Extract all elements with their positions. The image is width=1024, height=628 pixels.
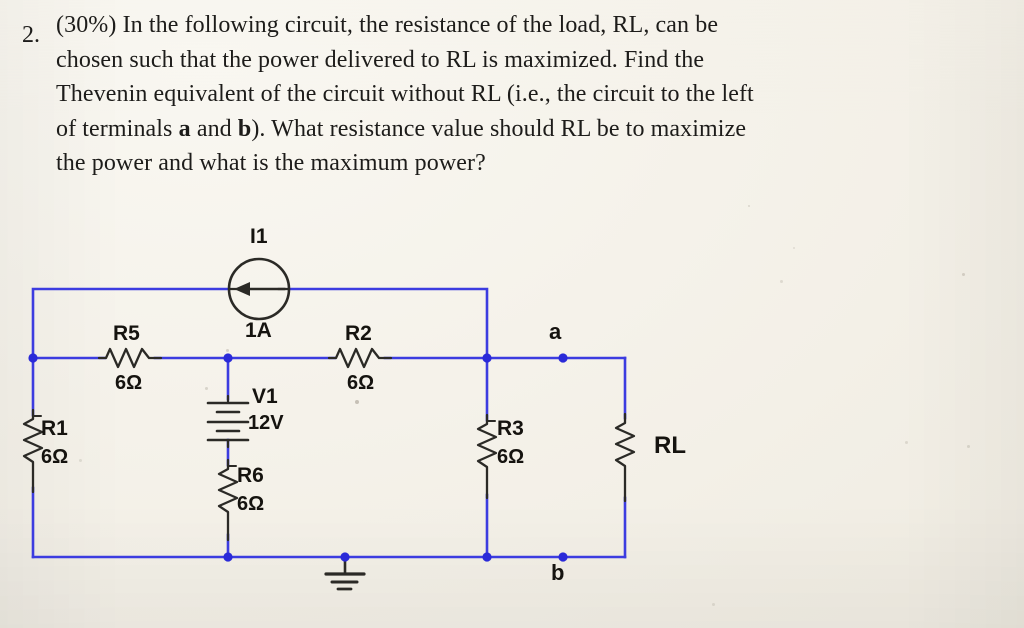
label-r5-value: 6Ω	[115, 372, 143, 394]
node-left-mid	[28, 353, 38, 363]
label-r2-value: 6Ω	[347, 372, 375, 394]
label-r2-name: R2	[345, 322, 372, 345]
node-terminal-b	[558, 552, 568, 562]
label-rl-name: RL	[654, 432, 686, 459]
circuit-nodes	[28, 353, 568, 562]
circuit-symbols	[22, 257, 636, 591]
label-terminal-a: a	[549, 319, 562, 344]
resistor-r6-symbol	[217, 458, 239, 542]
node-r3-bottom	[482, 552, 492, 562]
problem-line-3: Thevenin equivalent of the circuit witho…	[56, 81, 754, 107]
problem-statement: 2. (30%) In the following circuit, the r…	[18, 8, 1013, 181]
problem-text: (30%) In the following circuit, the resi…	[56, 8, 1013, 181]
problem-number: 2.	[22, 22, 40, 48]
label-r1-name: R1	[41, 417, 68, 440]
node-r6-bottom	[223, 552, 233, 562]
wire-top-left	[31, 287, 231, 360]
resistor-r5-symbol	[97, 347, 163, 369]
resistor-rl-symbol	[614, 412, 636, 503]
circuit-schematic-svg	[22, 257, 636, 591]
label-v1-value: 12V	[248, 412, 284, 434]
problem-line-5: the power and what is the maximum power?	[56, 150, 486, 176]
label-r6-name: R6	[237, 464, 264, 487]
resistor-r1-symbol	[22, 408, 44, 494]
circuit-diagram: I1 1A R5 6Ω R2 6Ω R1 6Ω V1 12V R6 6Ω R3 …	[0, 210, 1024, 628]
label-r6-value: 6Ω	[237, 493, 265, 515]
resistor-r2-symbol	[327, 347, 393, 369]
resistor-r3-symbol	[476, 413, 498, 500]
voltage-source-v1-symbol	[206, 394, 250, 449]
label-r3-name: R3	[497, 417, 524, 440]
problem-line-4: of terminals a and b). What resistance v…	[56, 115, 747, 142]
problem-line-1: (30%) In the following circuit, the resi…	[56, 12, 719, 38]
label-v1-name: V1	[252, 385, 278, 408]
node-terminal-a	[558, 353, 568, 363]
label-i1-name: I1	[250, 225, 268, 248]
label-r1-value: 6Ω	[41, 446, 69, 468]
problem-line-2: chosen such that the power delivered to …	[56, 46, 705, 73]
current-source-i1-symbol	[227, 257, 291, 321]
node-r3-top	[482, 353, 492, 363]
wire-top-right	[287, 287, 489, 360]
node-v1-top	[223, 353, 233, 363]
label-r5-name: R5	[113, 322, 140, 345]
ground-symbol	[324, 555, 366, 591]
label-i1-value: 1A	[245, 319, 272, 342]
label-r3-value: 6Ω	[497, 446, 525, 468]
node-ground	[340, 552, 350, 562]
label-terminal-b: b	[551, 560, 565, 585]
